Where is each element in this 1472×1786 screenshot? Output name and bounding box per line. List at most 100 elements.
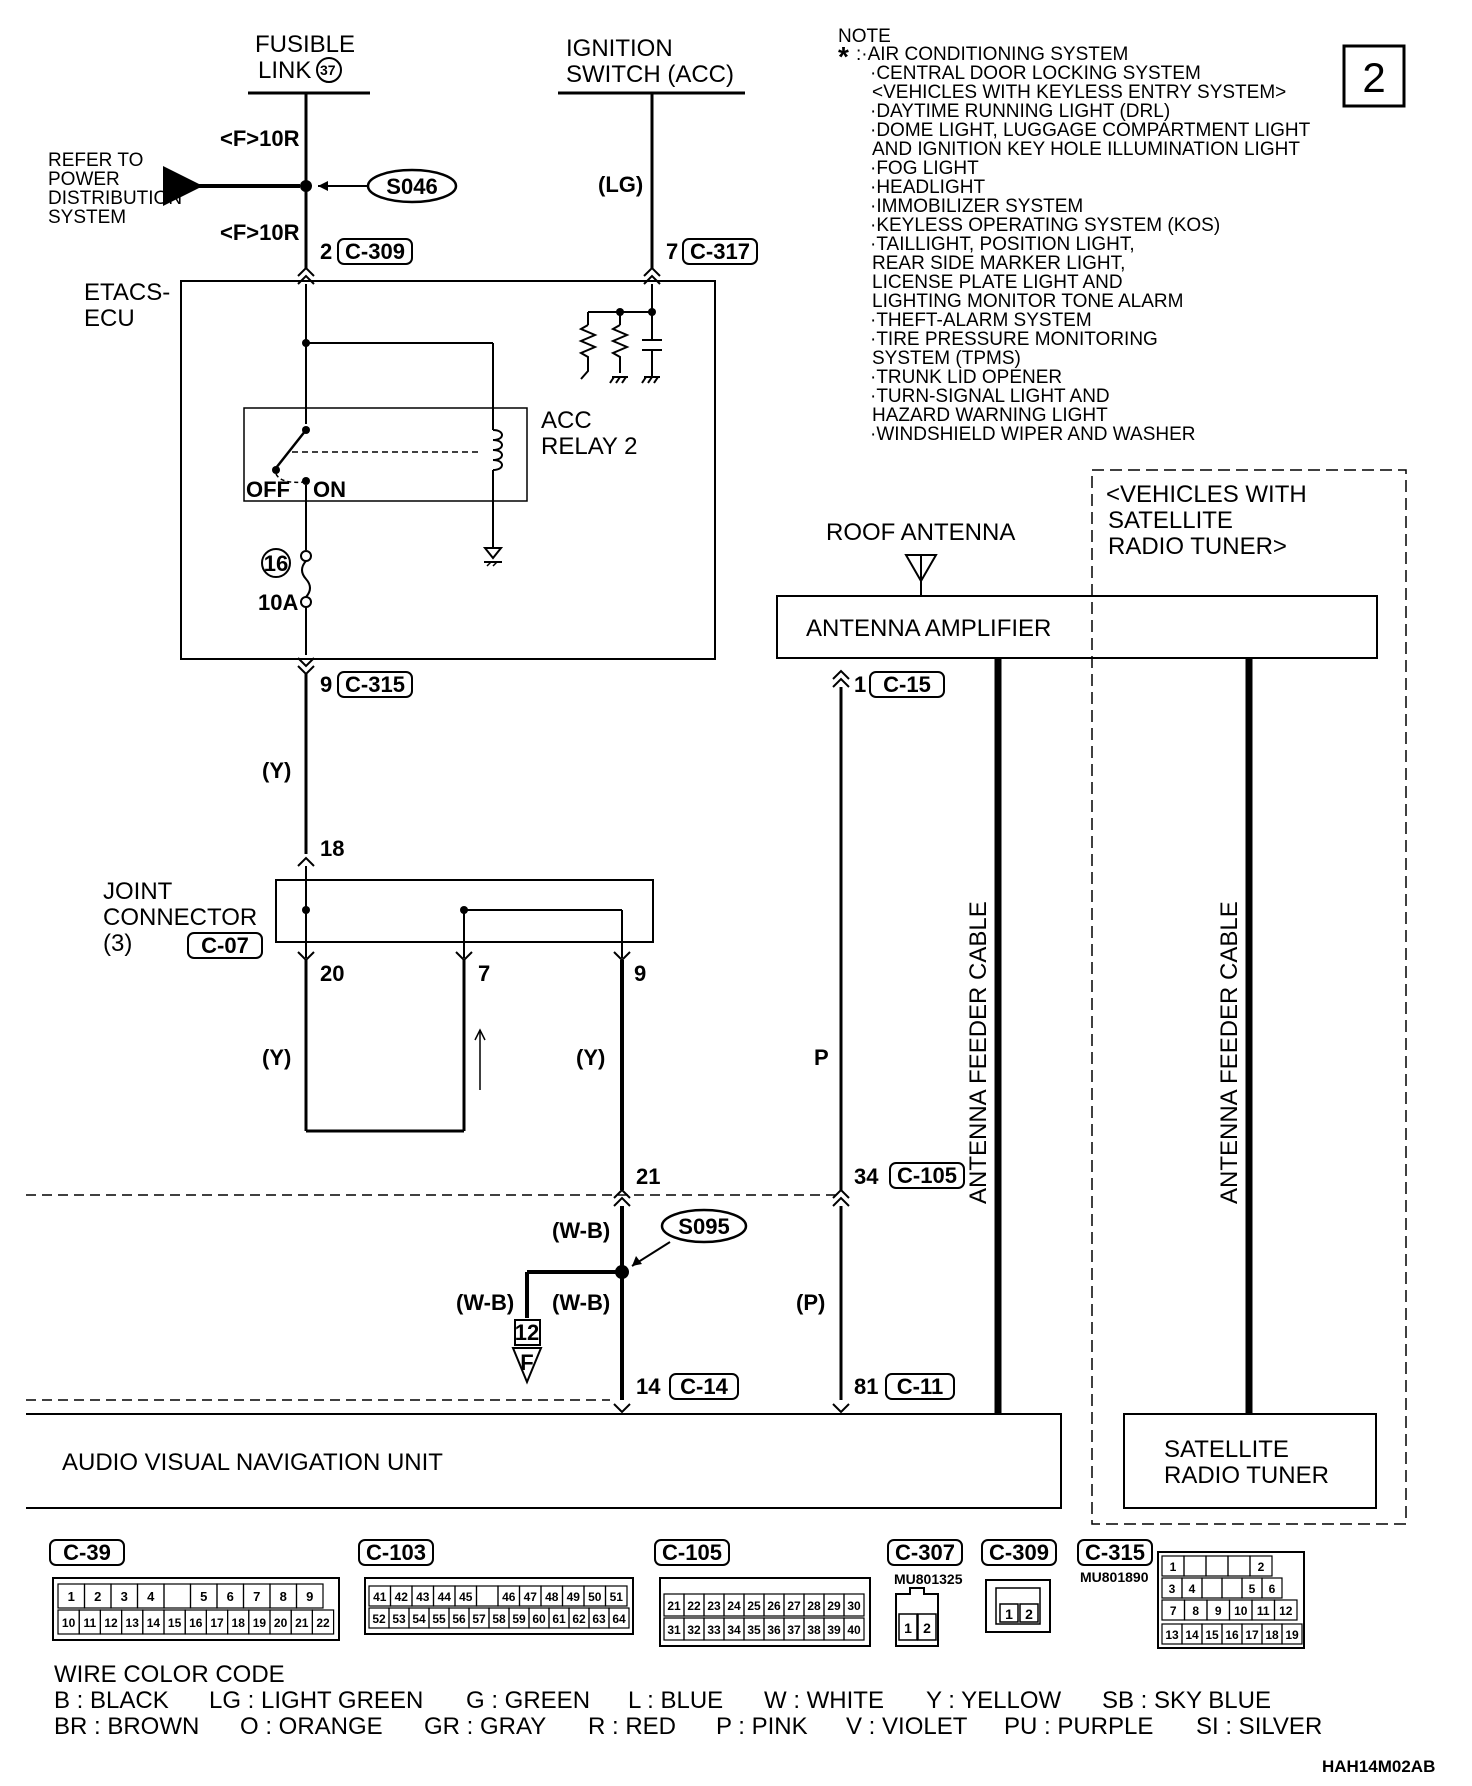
svg-text:18: 18 — [320, 836, 344, 861]
svg-text:·TRUNK LID OPENER: ·TRUNK LID OPENER — [870, 367, 1062, 388]
page-number-box — [1342, 44, 1406, 108]
connector-pin-label: 1 — [68, 1589, 75, 1604]
connector-pin-label: 38 — [807, 1623, 821, 1637]
svg-text:14: 14 — [636, 1374, 661, 1399]
svg-text:·IMMOBILIZER SYSTEM: ·IMMOBILIZER SYSTEM — [870, 196, 1083, 217]
connector-pin-label: 33 — [707, 1623, 721, 1637]
connector-pin-cell — [843, 1617, 865, 1641]
svg-text:(LG): (LG) — [598, 172, 643, 197]
connector-pin-label: 29 — [827, 1599, 841, 1613]
svg-text:·DAYTIME RUNNING LIGHT (DRL): ·DAYTIME RUNNING LIGHT (DRL) — [870, 101, 1170, 122]
connector-pin-label: 1 — [1170, 1560, 1177, 1574]
connector-pin-label: 23 — [707, 1599, 721, 1613]
svg-text:21: 21 — [636, 1164, 660, 1189]
svg-text:1: 1 — [904, 1620, 912, 1636]
svg-text:C-15: C-15 — [883, 672, 931, 697]
svg-text:REAR SIDE MARKER LIGHT,: REAR SIDE MARKER LIGHT, — [872, 253, 1125, 274]
connector-pin-label: 31 — [667, 1623, 681, 1637]
svg-text:RADIO TUNER: RADIO TUNER — [1164, 1462, 1329, 1489]
connector-pin-label: 58 — [492, 1612, 506, 1626]
svg-text:<F>10R: <F>10R — [220, 126, 300, 151]
svg-text:MU801325: MU801325 — [894, 1571, 963, 1587]
svg-text:C-11: C-11 — [897, 1374, 943, 1399]
connector-pin-cell — [295, 1583, 324, 1609]
svg-text:20: 20 — [320, 961, 344, 986]
svg-text:BR : BROWN: BR : BROWN — [54, 1713, 199, 1740]
svg-text:81: 81 — [854, 1374, 878, 1399]
svg-text:·TAILLIGHT, POSITION LIGHT,: ·TAILLIGHT, POSITION LIGHT, — [870, 234, 1135, 255]
connector-pin-label: 63 — [592, 1612, 606, 1626]
svg-text:(3): (3) — [103, 930, 132, 957]
svg-text:RADIO TUNER>: RADIO TUNER> — [1108, 533, 1287, 560]
svg-text:P : PINK: P : PINK — [716, 1713, 808, 1740]
connector-pin-label: 50 — [588, 1590, 602, 1604]
connector-pin-cell — [1227, 1555, 1251, 1577]
svg-text:C-309: C-309 — [345, 239, 405, 264]
svg-text:ECU: ECU — [84, 305, 135, 332]
svg-text:(W-B): (W-B) — [552, 1290, 610, 1315]
connector-pin-label: 4 — [1189, 1582, 1196, 1596]
svg-text:C-307: C-307 — [895, 1540, 955, 1565]
svg-text:NOTE: NOTE — [838, 26, 891, 47]
svg-text:7: 7 — [478, 961, 490, 986]
acc-relay-box — [243, 407, 528, 502]
figure-code: HAH14M02AB — [1322, 1757, 1435, 1776]
connector-pin-label: 16 — [189, 1616, 203, 1630]
connector-pin-label: 41 — [373, 1590, 387, 1604]
connector-pin-label: 20 — [274, 1616, 288, 1630]
svg-text:·CENTRAL DOOR LOCKING SYSTEM: ·CENTRAL DOOR LOCKING SYSTEM — [870, 63, 1201, 84]
svg-text:·TIRE PRESSURE MONITORING: ·TIRE PRESSURE MONITORING — [870, 329, 1158, 350]
svg-text:HAZARD WARNING LIGHT: HAZARD WARNING LIGHT — [872, 405, 1108, 426]
svg-text:C-39: C-39 — [63, 1540, 111, 1565]
svg-text:(P): (P) — [796, 1290, 825, 1315]
connector-pin-label: 12 — [104, 1616, 118, 1630]
svg-text:·TURN-SIGNAL LIGHT AND: ·TURN-SIGNAL LIGHT AND — [870, 386, 1110, 407]
etacs-ecu-box — [180, 280, 716, 660]
svg-text:<VEHICLES WITH: <VEHICLES WITH — [1106, 481, 1307, 508]
satellite-radio-tuner-box — [1123, 1413, 1377, 1509]
connector-pin-label: 8 — [280, 1589, 287, 1604]
connector-pin-label: 64 — [612, 1612, 626, 1626]
connector-pin-label: 53 — [392, 1612, 406, 1626]
svg-text:L : BLUE: L : BLUE — [628, 1687, 723, 1714]
svg-text:LINK: LINK — [258, 57, 311, 84]
svg-text:B : BLACK: B : BLACK — [54, 1687, 169, 1714]
wire-color-code: WIRE COLOR CODE B : BLACK LG : LIGHT GRE… — [54, 1661, 1322, 1740]
connector-pin-label: 39 — [827, 1623, 841, 1637]
svg-text:SATELLITE: SATELLITE — [1164, 1436, 1289, 1463]
connector-pin-label: 7 — [253, 1589, 260, 1604]
svg-text:LICENSE PLATE LIGHT AND: LICENSE PLATE LIGHT AND — [872, 272, 1123, 293]
connector-pin-label: 37 — [787, 1623, 801, 1637]
connector-pin-label: 51 — [610, 1590, 624, 1604]
svg-text:ANTENNA FEEDER CABLE: ANTENNA FEEDER CABLE — [1216, 901, 1243, 1204]
connector-pin-cell — [608, 1607, 630, 1629]
connector-pin-label: 32 — [687, 1623, 701, 1637]
svg-text:·DOME LIGHT, LUGGAGE COMPARTME: ·DOME LIGHT, LUGGAGE COMPARTMENT LIGHT — [870, 120, 1311, 141]
connector-pin-label: 12 — [1279, 1604, 1293, 1618]
connector-pin-cell — [843, 1593, 865, 1617]
connector-pin-label: 13 — [1165, 1628, 1179, 1642]
svg-text:Y : YELLOW: Y : YELLOW — [926, 1687, 1062, 1714]
svg-text:1: 1 — [1005, 1606, 1013, 1622]
connector-pin-cell — [1281, 1623, 1303, 1645]
connector-pin-label: 11 — [1257, 1604, 1270, 1618]
svg-text:DISTRIBUTION: DISTRIBUTION — [48, 188, 182, 209]
svg-text:(Y): (Y) — [262, 1045, 291, 1070]
svg-text:(Y): (Y) — [576, 1045, 605, 1070]
connector-pin-label: 21 — [667, 1599, 681, 1613]
satellite-radio-tuner-label: SATELLITE RADIO TUNER — [1164, 1436, 1329, 1489]
connector-pin-label: 8 — [1192, 1604, 1199, 1618]
svg-text:2: 2 — [320, 239, 332, 264]
connector-pin-label: 13 — [126, 1616, 140, 1630]
svg-text:<VEHICLES WITH KEYLESS ENTRY S: <VEHICLES WITH KEYLESS ENTRY SYSTEM> — [872, 82, 1286, 103]
svg-text:POWER: POWER — [48, 169, 120, 190]
connector-pin-label: 48 — [545, 1590, 559, 1604]
svg-text:C-309: C-309 — [989, 1540, 1049, 1565]
svg-text:W : WHITE: W : WHITE — [764, 1687, 884, 1714]
svg-text:<F>10R: <F>10R — [220, 220, 300, 245]
connector-pin-label: 61 — [552, 1612, 566, 1626]
svg-text:2: 2 — [1025, 1606, 1033, 1622]
connector-pin-label: 9 — [1215, 1604, 1222, 1618]
connector-pin-label: 60 — [532, 1612, 546, 1626]
connector-pin-label: 5 — [1249, 1582, 1256, 1596]
